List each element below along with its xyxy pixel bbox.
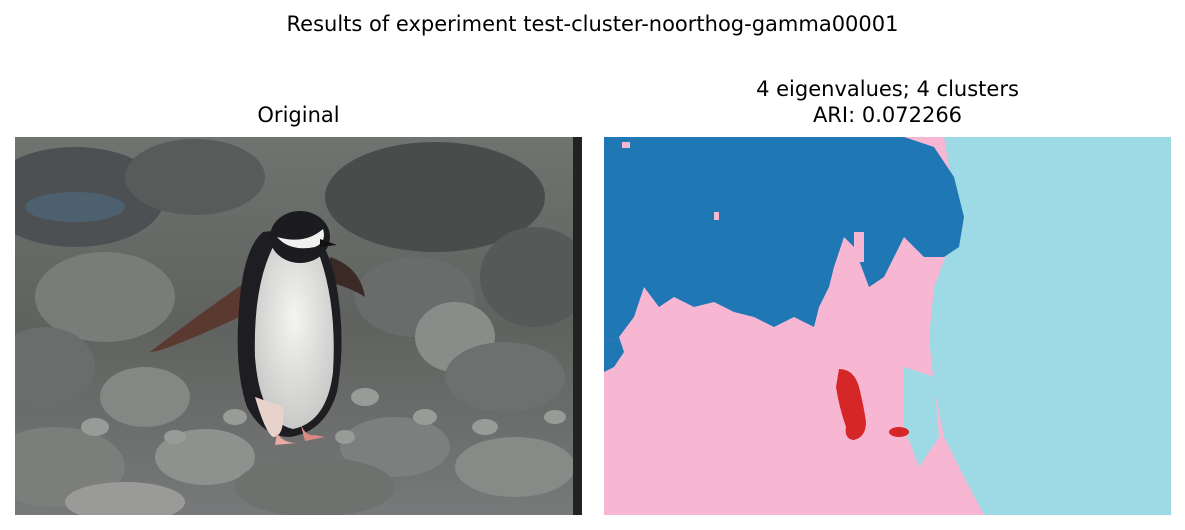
original-image xyxy=(15,137,582,515)
segmentation-title-line2: ARI: 0.072266 xyxy=(812,103,963,127)
penguin xyxy=(150,211,365,445)
cluster-red-region xyxy=(836,369,866,440)
cluster-map xyxy=(604,137,1171,515)
segmentation-panel-title: 4 eigenvalues; 4 clusters ARI: 0.072266 xyxy=(604,76,1171,128)
penguin-photo xyxy=(15,137,582,515)
segmentation-image xyxy=(604,137,1171,515)
cluster-cyan-region xyxy=(929,137,1171,515)
figure-suptitle: Results of experiment test-cluster-noort… xyxy=(286,12,899,36)
cluster-blue-region xyxy=(604,137,964,342)
original-panel-title: Original xyxy=(257,103,340,127)
segmentation-title-line1: 4 eigenvalues; 4 clusters xyxy=(756,77,1019,101)
